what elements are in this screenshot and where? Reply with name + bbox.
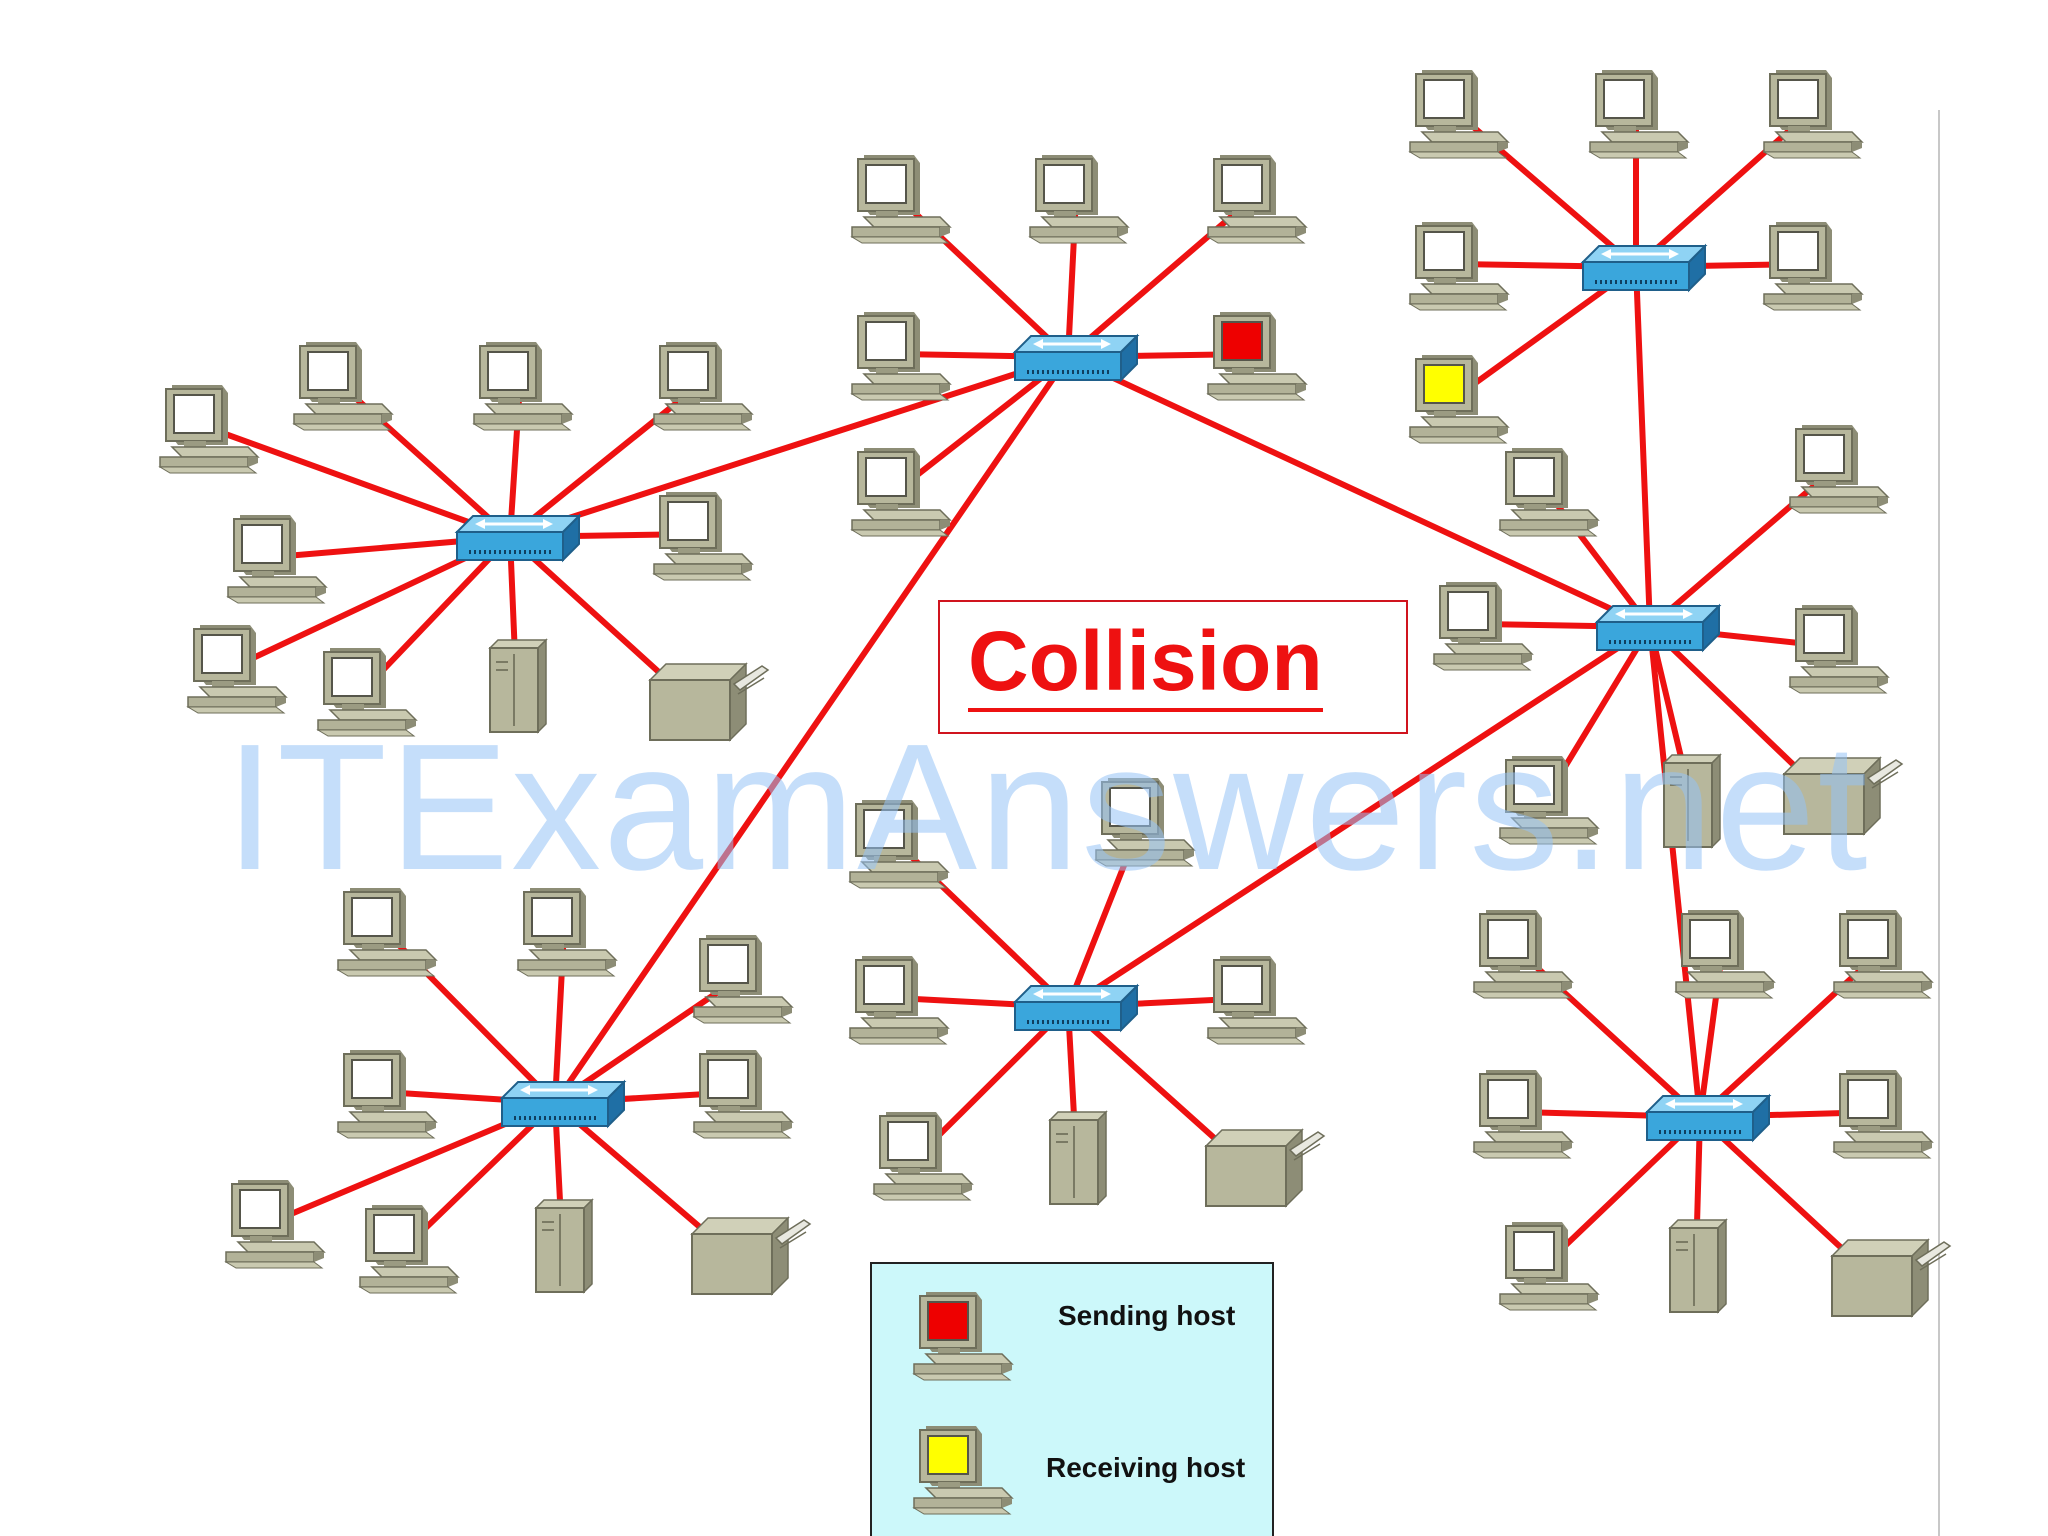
pc-icon [1834,1070,1932,1158]
server-icon [536,1200,592,1292]
pc-icon [1790,605,1888,693]
switch-icon [1583,246,1705,290]
pc-icon [1208,956,1306,1044]
pc-icon [1096,778,1194,866]
pc-icon [1834,910,1932,998]
switch-icon [1015,336,1137,380]
server-icon [1050,1112,1106,1204]
pc-icon [1474,910,1572,998]
legend-sending-label: Sending host [1058,1300,1235,1332]
server-icon [1670,1220,1726,1312]
pc-icon [228,515,326,603]
printer-icon [1832,1240,1950,1316]
pc-icon [1030,155,1128,243]
sending-host-icon [1208,312,1306,400]
legend-receiving-icon [912,1422,1022,1522]
switch-icon [502,1082,624,1126]
pc-icon [1590,70,1688,158]
pc-icon [850,800,948,888]
pc-icon [188,625,286,713]
pc-icon [1500,756,1598,844]
printer-icon [650,664,768,740]
pc-icon [1790,425,1888,513]
trunk-link [1636,267,1650,627]
pc-icon [360,1205,458,1293]
switch-icon [1015,986,1137,1030]
pc-icon [1208,155,1306,243]
switch-icon [1647,1096,1769,1140]
pc-icon [318,648,416,736]
pc-icon [1410,70,1508,158]
server-icon [490,640,546,732]
pc-icon [1500,448,1598,536]
printer-icon [1784,758,1902,834]
pc-icon [294,342,392,430]
pc-icon [874,1112,972,1200]
pc-icon [654,492,752,580]
pc-icon [518,888,616,976]
pc-icon [694,1050,792,1138]
collision-title: Collision [968,616,1323,712]
switch-icon [1597,606,1719,650]
legend-sending-icon [912,1288,1022,1388]
printer-icon [1206,1130,1324,1206]
pc-icon [226,1180,324,1268]
trunk-link [1650,627,1700,1117]
legend-receiving-label: Receiving host [1046,1452,1245,1484]
pc-icon [852,155,950,243]
pc-icon [654,342,752,430]
pc-icon [338,888,436,976]
pc-icon [694,935,792,1023]
pc-icon [1500,1222,1598,1310]
pc-icon [1764,70,1862,158]
server-icon [1664,755,1720,847]
switch-icon [457,516,579,560]
pc-icon [160,385,258,473]
pc-icon [1676,910,1774,998]
printer-icon [692,1218,810,1294]
trunk-link [510,357,1068,537]
pc-icon [1764,222,1862,310]
pc-icon [474,342,572,430]
